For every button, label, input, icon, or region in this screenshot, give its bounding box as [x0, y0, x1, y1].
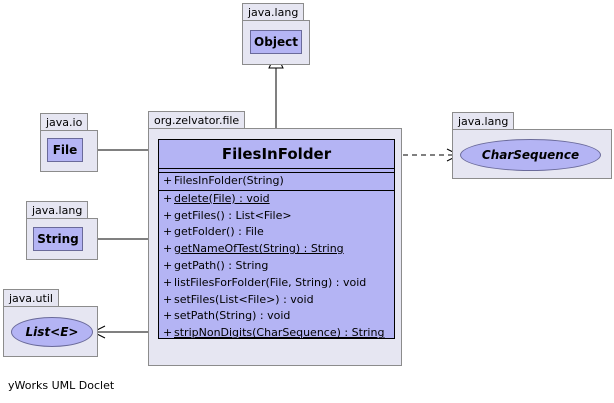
visibility-marker: +: [163, 191, 173, 205]
visibility-marker: +: [163, 309, 173, 323]
method-row[interactable]: +getFolder() : File: [159, 224, 394, 241]
methods-compartment: +delete(File) : void+getFiles() : List<F…: [159, 191, 394, 342]
visibility-marker: +: [163, 208, 173, 222]
package-java-lang-object: java.lang Object: [242, 3, 310, 65]
member-signature: stripNonDigits(CharSequence) : String: [174, 326, 385, 340]
method-row[interactable]: +getNameOfTest(String) : String: [159, 241, 394, 258]
member-signature: listFilesForFolder(File, String) : void: [174, 275, 367, 289]
member-signature: getPath() : String: [174, 258, 269, 272]
package-java-lang-charsequence: java.lang CharSequence: [452, 112, 612, 179]
interface-list[interactable]: List<E>: [11, 317, 93, 347]
member-signature: delete(File) : void: [174, 191, 270, 205]
package-label: java.lang: [26, 201, 89, 219]
method-row[interactable]: +setPath(String) : void: [159, 308, 394, 325]
visibility-marker: +: [163, 275, 173, 289]
interface-charsequence[interactable]: CharSequence: [460, 139, 601, 171]
class-object[interactable]: Object: [250, 30, 302, 54]
package-java-io: java.io File: [40, 113, 98, 172]
visibility-marker: +: [163, 292, 173, 306]
method-row[interactable]: +delete(File) : void: [159, 191, 394, 208]
class-file[interactable]: File: [47, 138, 83, 162]
member-signature: getFiles() : List<File>: [174, 208, 292, 222]
member-signature: FilesInFolder(String): [174, 174, 284, 187]
class-filesinfolder[interactable]: FilesInFolder +FilesInFolder(String) +de…: [158, 139, 395, 339]
member-signature: setPath(String) : void: [174, 309, 291, 323]
package-label: java.lang: [452, 112, 515, 130]
method-row[interactable]: +getFiles() : List<File>: [159, 208, 394, 225]
footer-label: yWorks UML Doclet: [8, 379, 115, 392]
visibility-marker: +: [163, 174, 173, 187]
class-name: FilesInFolder: [159, 140, 394, 169]
constructors-compartment: +FilesInFolder(String): [159, 173, 394, 191]
method-row[interactable]: +setFiles(List<File>) : void: [159, 292, 394, 309]
method-row[interactable]: +getPath() : String: [159, 258, 394, 275]
member-signature: getNameOfTest(String) : String: [174, 242, 344, 256]
package-label: java.util: [3, 289, 59, 307]
visibility-marker: +: [163, 326, 173, 340]
package-java-lang-string: java.lang String: [26, 201, 98, 260]
package-label: org.zelvator.file: [148, 111, 246, 129]
member-signature: setFiles(List<File>) : void: [174, 292, 314, 306]
method-row[interactable]: +stripNonDigits(CharSequence) : String: [159, 325, 394, 342]
constructor-row[interactable]: +FilesInFolder(String): [159, 173, 394, 190]
member-signature: getFolder() : File: [174, 225, 264, 239]
method-row[interactable]: +listFilesForFolder(File, String) : void: [159, 275, 394, 292]
visibility-marker: +: [163, 242, 173, 256]
class-string[interactable]: String: [33, 227, 83, 251]
package-label: java.io: [40, 113, 89, 131]
fields-compartment: [159, 169, 394, 173]
visibility-marker: +: [163, 258, 173, 272]
package-java-util: java.util List<E>: [3, 289, 98, 357]
package-label: java.lang: [242, 3, 305, 21]
visibility-marker: +: [163, 225, 173, 239]
